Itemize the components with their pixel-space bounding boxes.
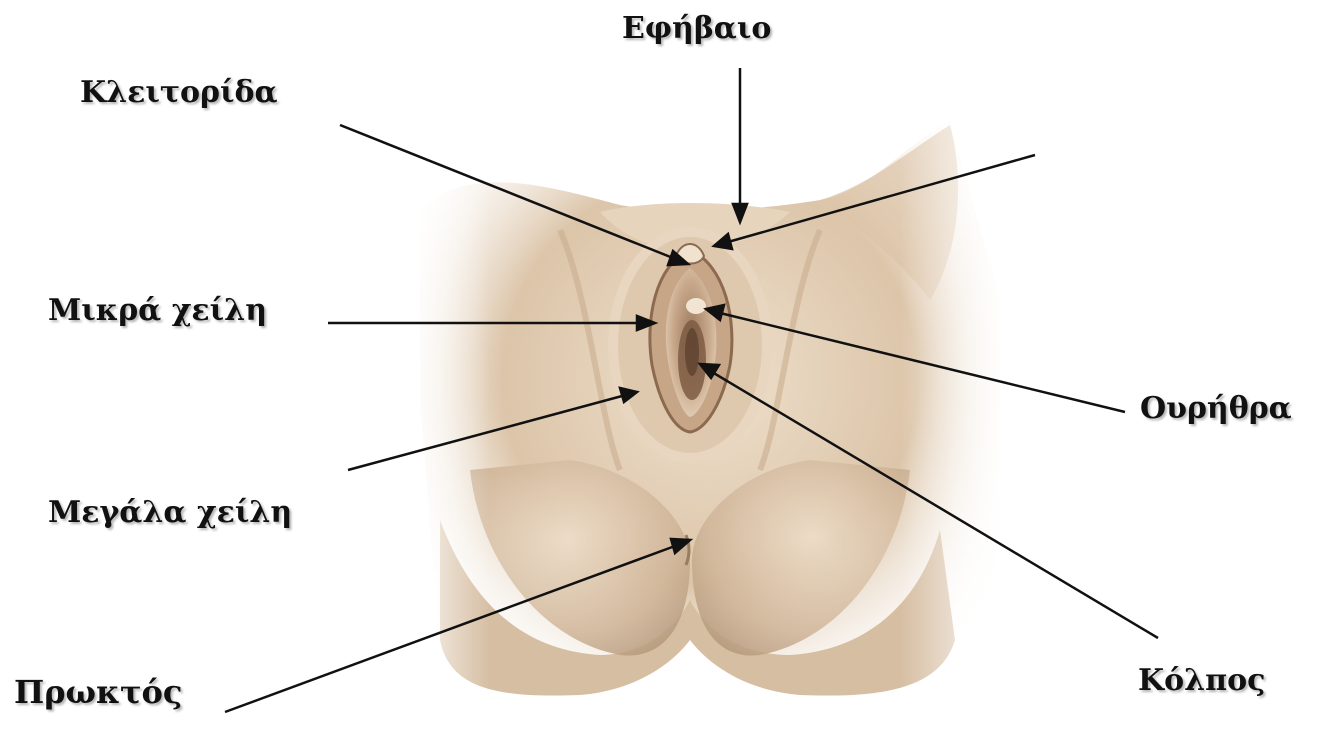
label-labia-minora: Μικρά χείλη	[48, 296, 267, 326]
label-mons-pubis: Εφήβαιο	[622, 14, 771, 44]
label-vagina: Κόλπος	[1138, 666, 1265, 696]
label-labia-majora: Μεγάλα χείλη	[48, 498, 292, 528]
body-illustration	[400, 100, 1010, 720]
label-urethra: Ουρήθρα	[1140, 394, 1292, 424]
label-clitoris: Κλειτορίδα	[80, 78, 278, 108]
label-anus: Πρωκτός	[14, 676, 182, 708]
